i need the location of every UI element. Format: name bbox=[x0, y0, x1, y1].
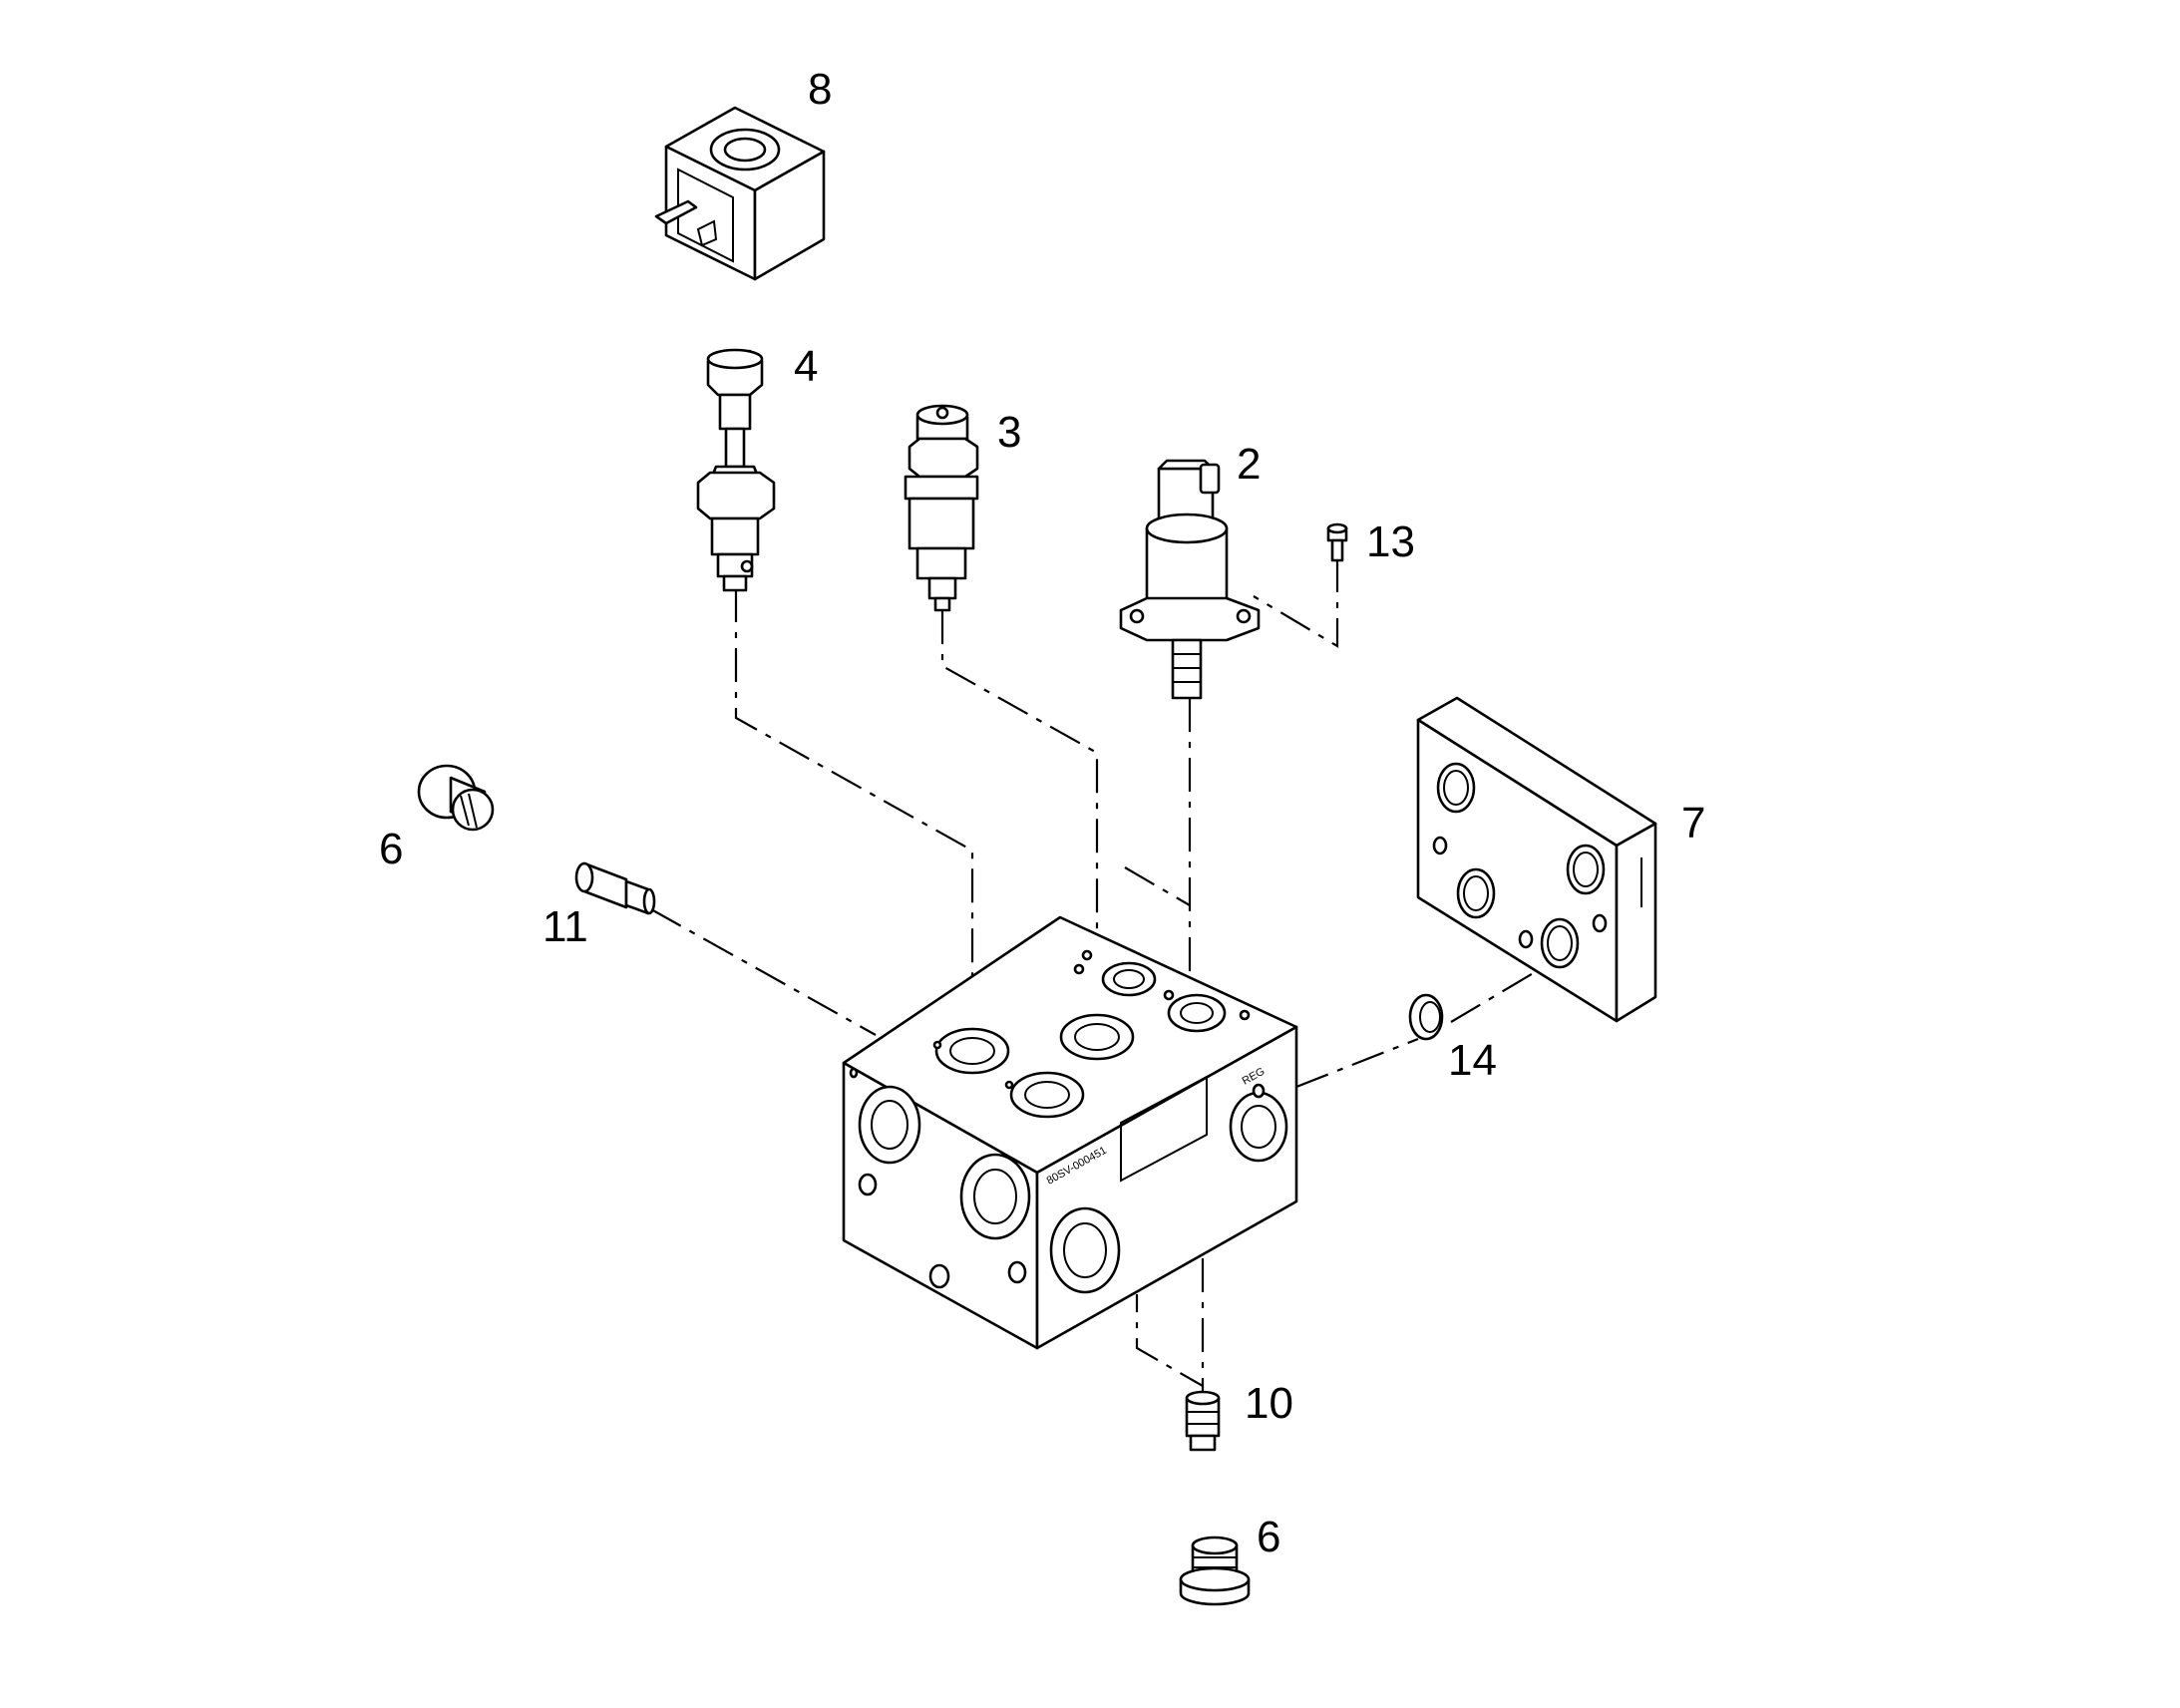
fitting-part-10 bbox=[1185, 1390, 1221, 1452]
callout-7: 7 bbox=[1681, 799, 1705, 848]
leader-line-part-4 bbox=[734, 588, 974, 1065]
callout-4: 4 bbox=[794, 342, 818, 391]
leader-line-part-11 bbox=[650, 908, 877, 1036]
leader-line-part-14 bbox=[1295, 1037, 1419, 1089]
plug-part-6-upper bbox=[417, 764, 495, 832]
leader-lines bbox=[650, 558, 1553, 1396]
solenoid-valve-part-2 bbox=[1119, 459, 1261, 700]
callout-8: 8 bbox=[808, 65, 832, 114]
callout-labels: 8 4 3 2 13 6 11 7 14 10 6 bbox=[379, 65, 1705, 1561]
cover-plate-part-7 bbox=[1416, 696, 1657, 1023]
o-ring-part-14 bbox=[1408, 993, 1444, 1041]
screw-part-13 bbox=[1326, 522, 1348, 562]
callout-6-lower: 6 bbox=[1257, 1513, 1280, 1561]
solenoid-coil-part-8 bbox=[654, 106, 826, 281]
fitting-part-11 bbox=[574, 861, 656, 915]
callout-13: 13 bbox=[1366, 517, 1415, 566]
callout-6-upper: 6 bbox=[379, 825, 403, 873]
plug-part-6-lower bbox=[1179, 1536, 1251, 1606]
pressure-sensor-part-3 bbox=[904, 404, 979, 612]
leader-line-part-3 bbox=[940, 610, 1099, 997]
callout-11: 11 bbox=[543, 902, 588, 951]
cartridge-valve-part-4 bbox=[696, 348, 776, 592]
leader-line-part-2-b bbox=[1124, 866, 1191, 906]
callout-10: 10 bbox=[1245, 1379, 1293, 1428]
callout-3: 3 bbox=[997, 408, 1021, 457]
leader-line-part-14-b bbox=[1450, 961, 1553, 1023]
leader-line-part-13 bbox=[1253, 558, 1339, 648]
leader-line-part-10 bbox=[1135, 1258, 1205, 1388]
callout-14: 14 bbox=[1448, 1036, 1497, 1085]
callout-2: 2 bbox=[1237, 440, 1261, 489]
valve-manifold-block: 80SV-000451 REG bbox=[842, 915, 1298, 1350]
